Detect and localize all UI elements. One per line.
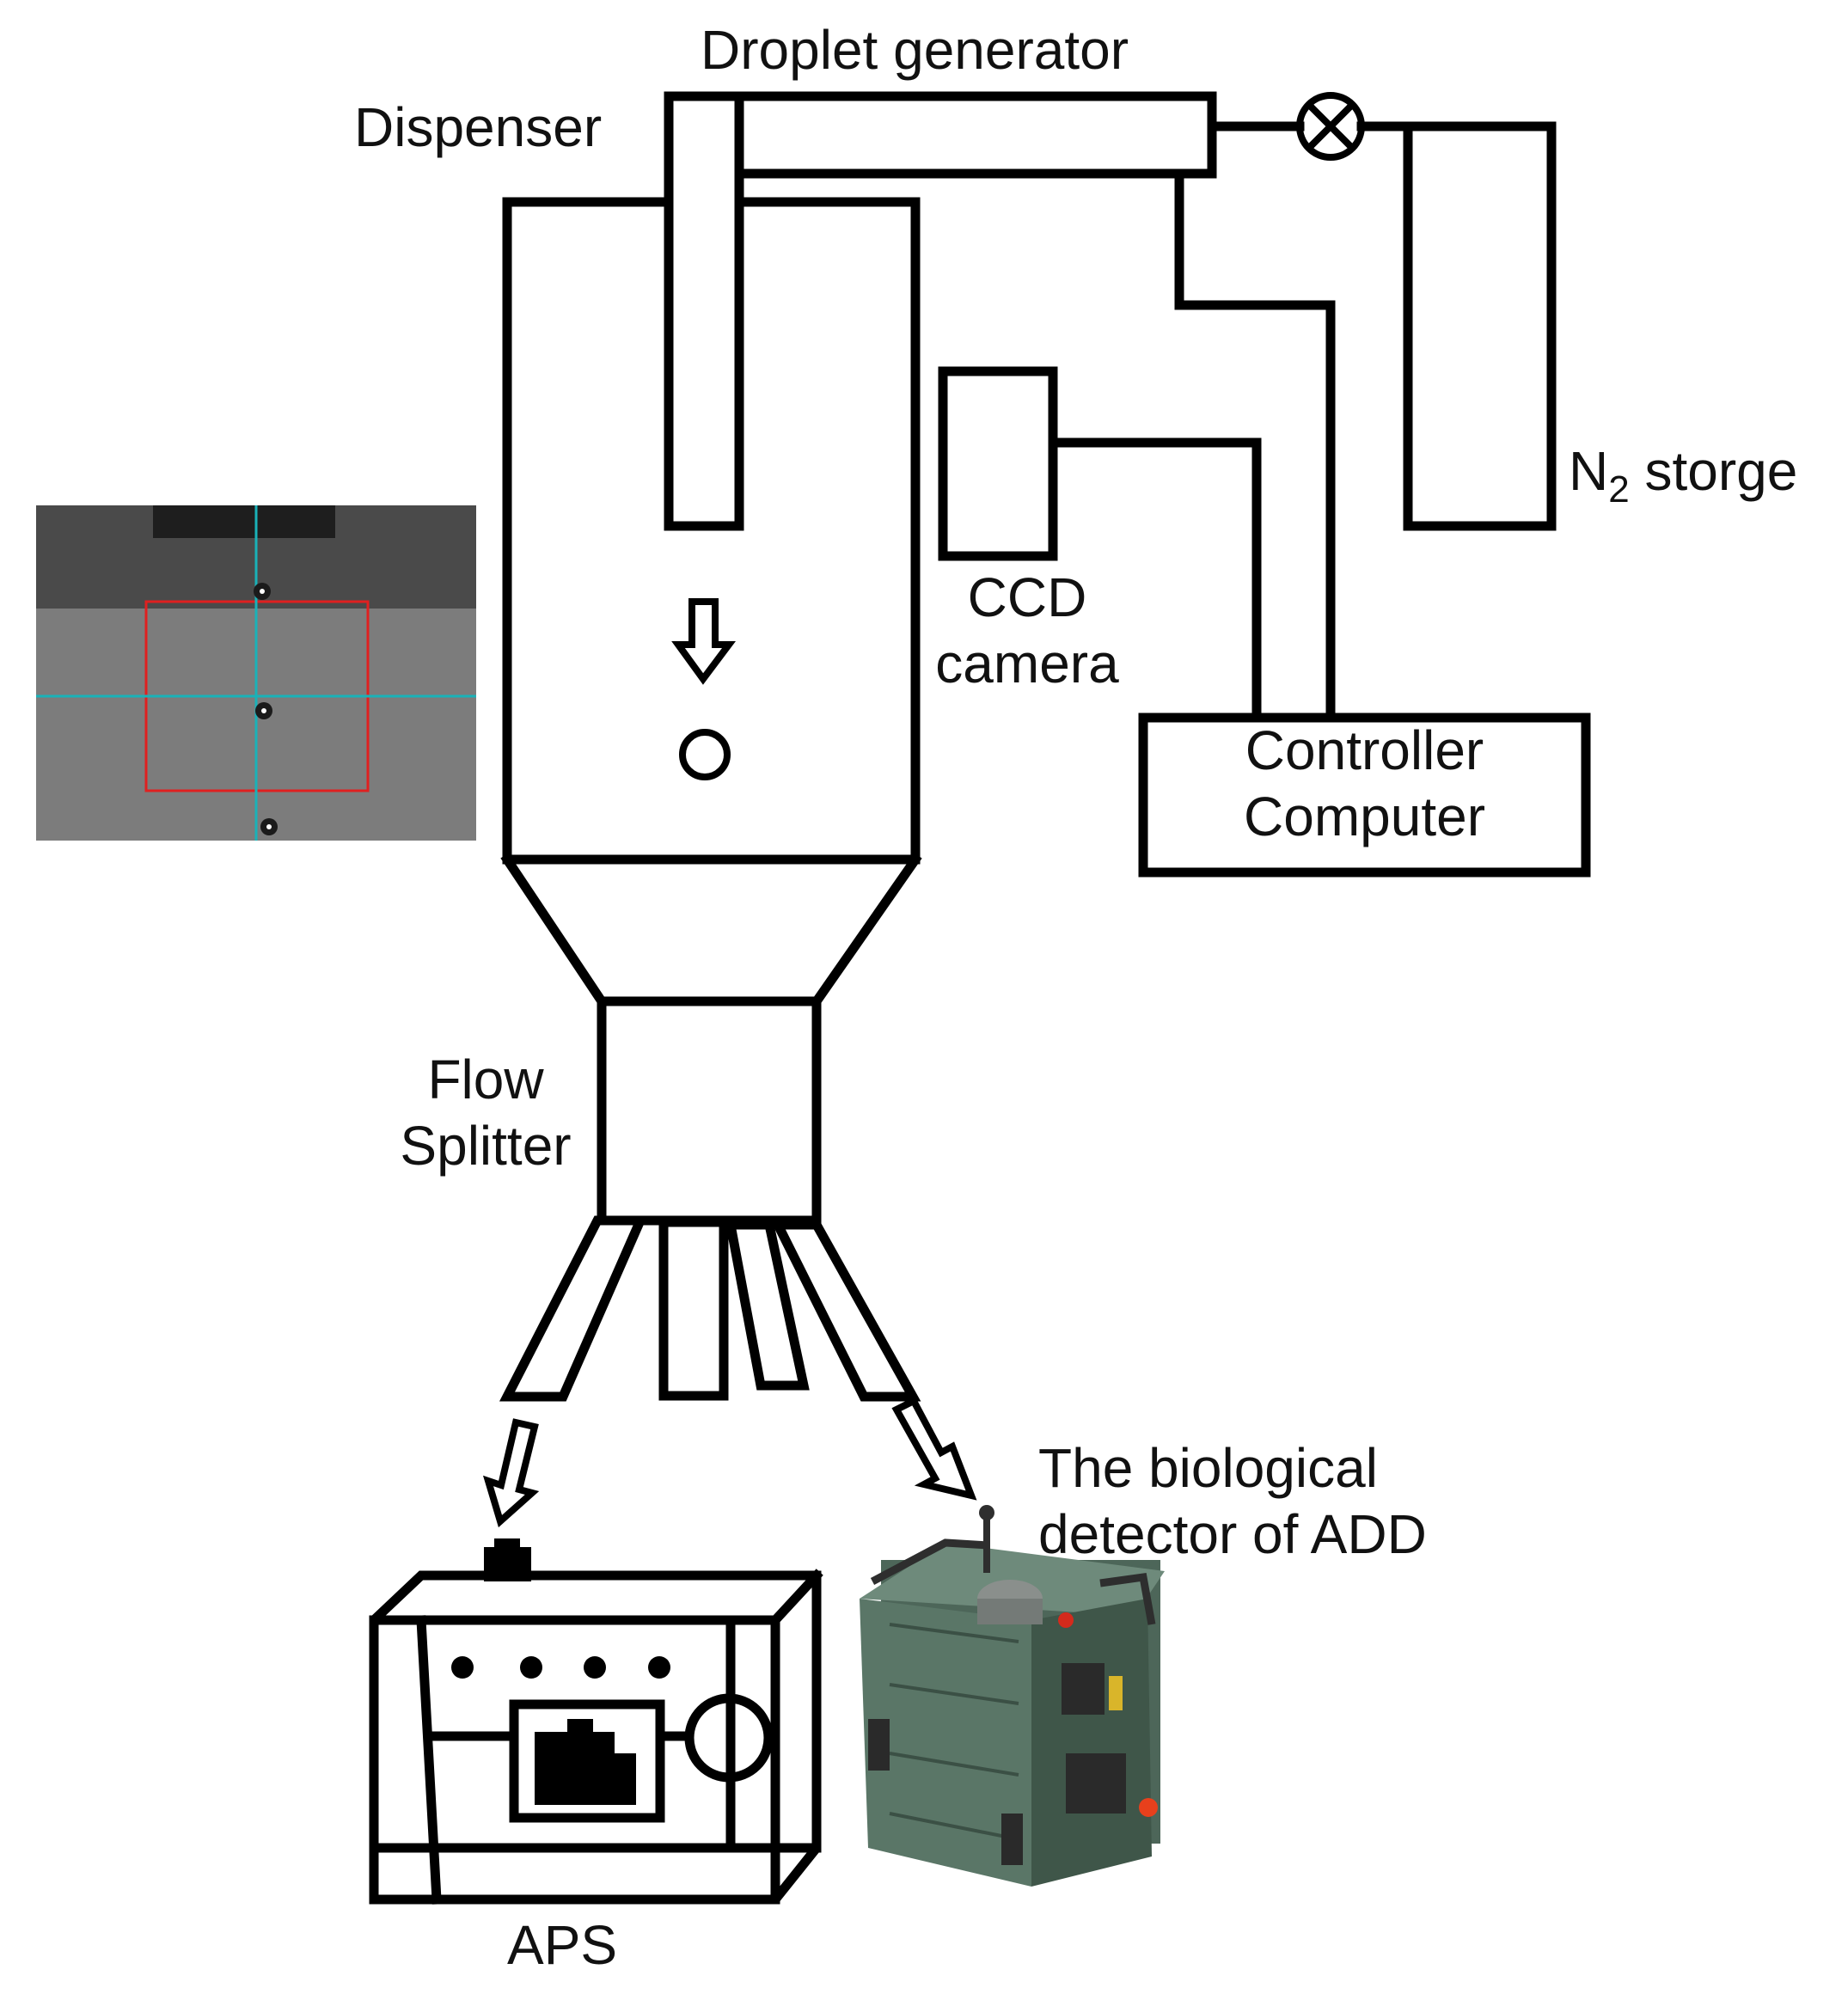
- n2-storage-subscript: 2: [1608, 468, 1630, 511]
- dispenser-label: Dispenser: [354, 96, 603, 158]
- ccd-camera-line1: CCD: [967, 566, 1087, 628]
- aps-instrument: [369, 1538, 823, 1905]
- flow-splitter-line2: Splitter: [400, 1114, 572, 1177]
- n2-storage-rest: storge: [1629, 440, 1798, 502]
- controller-line2: Computer: [1244, 785, 1485, 847]
- ccd-camera: [938, 366, 1058, 561]
- ccd-camera-label: CCD camera: [924, 565, 1130, 697]
- controller-computer-label: Controller Computer: [1152, 718, 1577, 850]
- controller-computer: [1138, 713, 1591, 878]
- arrow-to-detector-icon: [891, 1396, 977, 1501]
- controller-line1: Controller: [1245, 719, 1484, 781]
- flow-splitter-line1: Flow: [427, 1049, 544, 1110]
- dispenser: [664, 91, 744, 531]
- biological-detector: [860, 1505, 1165, 1887]
- bio-detector-label: The biological detector of ADD: [1038, 1435, 1427, 1568]
- droplet-photo: [36, 505, 476, 841]
- droplet-generator: [734, 91, 1217, 179]
- down-arrow-icon: [671, 598, 736, 685]
- aps-label: APS: [507, 1914, 618, 1976]
- droplet-generator-label: Droplet generator: [701, 19, 1129, 81]
- arrow-to-aps-icon: [482, 1418, 540, 1528]
- bio-detector-line2: detector of ADD: [1038, 1502, 1427, 1565]
- n2-storage-letter: N: [1569, 440, 1609, 502]
- n2-storage-label: N2 storge: [1569, 438, 1797, 513]
- ccd-camera-line2: camera: [935, 632, 1119, 694]
- valve-icon: [1296, 92, 1365, 161]
- bio-detector-line1: The biological: [1038, 1437, 1378, 1499]
- flow-splitter-label: Flow Splitter: [378, 1047, 593, 1179]
- outlet-tubes: [499, 1215, 921, 1402]
- droplet-icon: [679, 729, 731, 780]
